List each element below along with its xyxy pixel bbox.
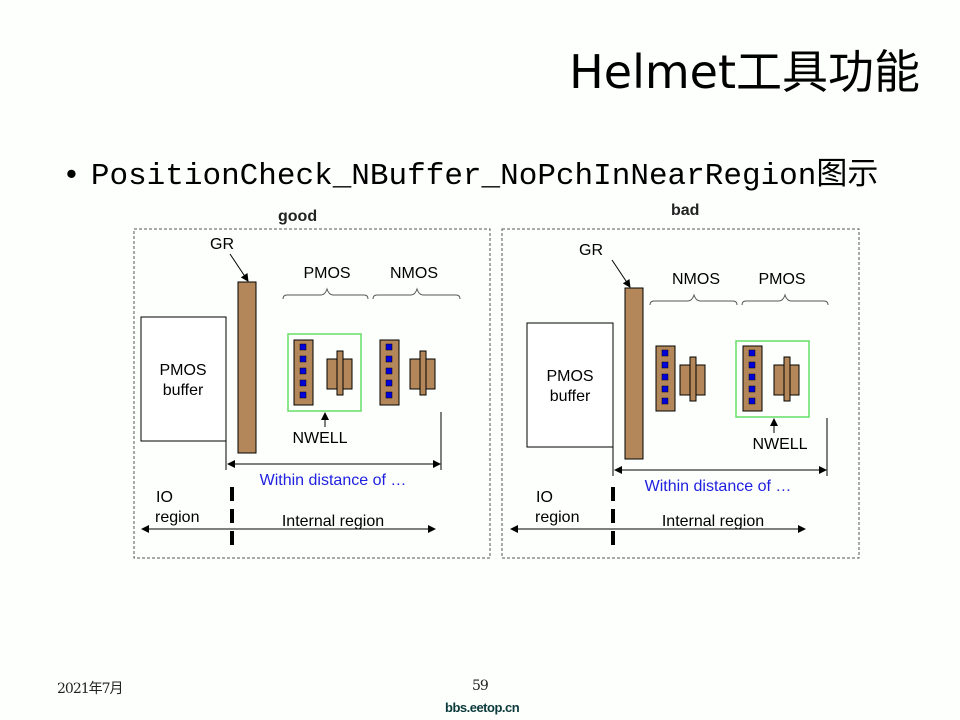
slide-title: Helmet工具功能 [569,45,920,99]
contacts [385,343,393,399]
guard-ring [624,287,644,460]
buffer-label: PMOS [546,368,593,385]
nwell-box [287,333,362,412]
guard-ring [237,281,257,454]
brace [649,293,738,306]
io-label: region [155,509,199,526]
internal-label: Internal region [662,513,764,530]
brace [741,293,829,306]
buffer-label: PMOS [159,362,206,379]
good-panel: good GR PMOS buffer PMOS NMOS NWELL With… [133,208,491,559]
transistor-gate [336,350,344,396]
bad-panel: bad GR PMOS buffer NMOS PMOS NWELL Withi… [501,202,860,559]
gr-label: GR [579,242,603,259]
gr-arrow [611,259,631,288]
contacts [661,349,669,405]
device-label: NMOS [672,271,720,288]
device-label: NMOS [390,265,438,282]
transistor-gate [783,356,791,402]
transistor-gate [689,356,697,402]
distance-label: Within distance of … [645,478,792,495]
gr-arrow [229,253,249,282]
distance-label: Within distance of … [260,472,407,489]
gr-label: GR [210,236,234,253]
nwell-label: NWELL [292,430,347,447]
contacts [748,349,756,405]
io-label: IO [536,489,553,506]
device-label: PMOS [303,265,350,282]
page-number: 59 [472,678,489,694]
bullet-item: • PositionCheck_NBuffer_NoPchInNearRegion… [66,148,878,194]
transistor-gate [419,350,427,396]
internal-label: Internal region [282,513,384,530]
good-header: good [278,208,317,225]
brace [372,287,461,300]
panel-border [133,228,491,559]
io-label: IO [156,489,173,506]
bullet-dot-icon: • [66,156,77,191]
bad-header: bad [671,202,699,219]
device-label: PMOS [758,271,805,288]
footer-date: 2021年7月 [57,681,124,697]
nwell-box [735,340,810,418]
pmos-buffer-box [526,322,614,448]
buffer-label: buffer [550,388,591,405]
nwell-label: NWELL [752,436,807,453]
contacts [299,343,307,399]
brace [282,287,369,300]
buffer-label: buffer [163,382,204,399]
watermark-site: bbs.eetop.cn [445,700,520,715]
pmos-buffer-box [140,316,227,442]
panel-border [501,228,860,559]
io-label: region [535,509,579,526]
bullet-text: PositionCheck_NBuffer_NoPchInNearRegion图… [90,159,879,194]
